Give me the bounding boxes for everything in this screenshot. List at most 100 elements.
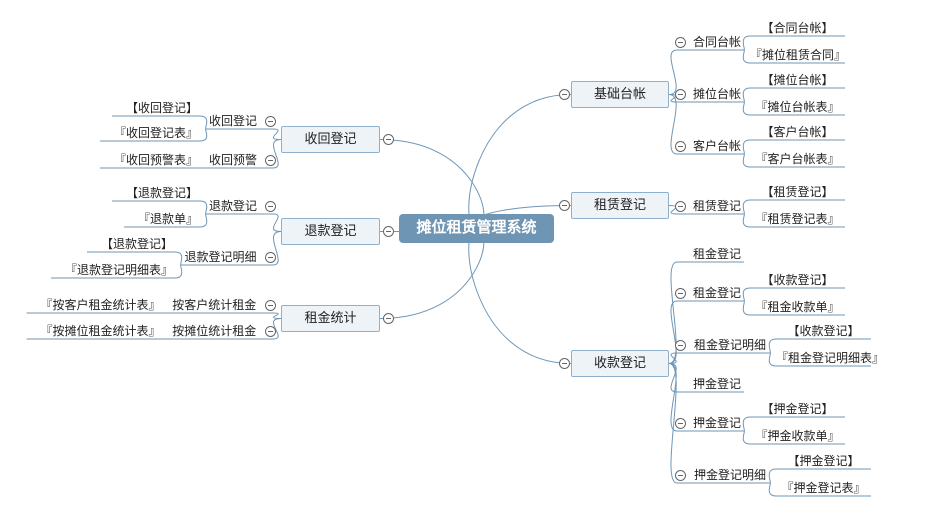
leaf-right-2-1-1[interactable]: 『租金收款单』 xyxy=(755,300,840,314)
leaf-left-0-0-1[interactable]: 『收回登记表』 xyxy=(113,126,198,140)
link-leaf-right-0-0-1 xyxy=(742,49,751,64)
link-right-2-0 xyxy=(668,261,678,364)
central-topic[interactable]: 摊位租赁管理系统 xyxy=(399,214,554,243)
leaf-left-2-0-0[interactable]: 『按客户租金统计表』 xyxy=(40,298,161,312)
leaf-right-0-1-1[interactable]: 『摊位台帐表』 xyxy=(755,100,840,114)
subtopic-left-2-1[interactable]: 按摊位统计租金 xyxy=(172,324,257,338)
subtopic-right-2-0[interactable]: 租金登记 xyxy=(692,247,741,261)
leaf-left-1-0-1[interactable]: 『退款单』 xyxy=(137,212,198,226)
leaf-right-0-0-1[interactable]: 『摊位租赁合同』 xyxy=(750,48,847,62)
link-leaf-right-0-0-0 xyxy=(742,35,751,51)
leaf-right-0-2-1[interactable]: 『客户台帐表』 xyxy=(755,152,840,166)
leaf-left-2-1-0[interactable]: 『按摊位租金统计表』 xyxy=(40,324,161,338)
subtopic-left-0-1[interactable]: 收回预警 xyxy=(208,153,257,167)
link-leaf-right-2-4-0 xyxy=(742,416,751,432)
link-left-1-1 xyxy=(272,231,282,266)
subtopic-right-2-4[interactable]: 押金登记 xyxy=(692,416,741,430)
leaf-left-1-0-0[interactable]: 【退款登记】 xyxy=(125,186,198,200)
collapse-toggle-left-0-0[interactable] xyxy=(264,115,276,127)
link-leaf-left-1-0-1 xyxy=(199,213,208,228)
link-leaf-right-2-2-1 xyxy=(768,352,777,367)
subtopic-left-2-0[interactable]: 按客户统计租金 xyxy=(172,298,257,312)
link-leaf-right-0-2-0 xyxy=(742,139,751,155)
subtopic-left-0-0[interactable]: 收回登记 xyxy=(208,114,257,128)
collapse-toggle-left-1[interactable] xyxy=(382,226,394,237)
topic-right-1[interactable]: 租赁登记 xyxy=(571,192,669,219)
leaf-left-0-0-0[interactable]: 【收回登记】 xyxy=(125,101,198,115)
collapse-toggle-left-2[interactable] xyxy=(382,313,394,324)
leaf-left-0-1-0[interactable]: 『收回预警表』 xyxy=(113,153,198,167)
collapse-toggle-right-2[interactable] xyxy=(558,358,570,369)
subtopic-right-0-1[interactable]: 摊位台帐 xyxy=(692,87,741,101)
link-right-0-0 xyxy=(668,49,678,95)
leaf-right-2-4-1[interactable]: 『押金收款单』 xyxy=(755,429,840,443)
collapse-toggle-right-2-1[interactable] xyxy=(674,287,686,299)
link-leaf-right-0-1-0 xyxy=(742,87,751,103)
collapse-toggle-right-2-4[interactable] xyxy=(674,417,686,429)
collapse-toggle-left-2-0[interactable] xyxy=(264,299,276,311)
leaf-right-0-0-0[interactable]: 【合同台帐】 xyxy=(761,21,834,35)
subtopic-left-1-1[interactable]: 退款登记明细 xyxy=(184,250,257,264)
leaf-right-1-0-0[interactable]: 【租赁登记】 xyxy=(761,185,834,199)
subtopic-right-2-3[interactable]: 押金登记 xyxy=(692,377,741,391)
link-right-2-1 xyxy=(668,300,678,364)
link-leaf-right-2-5-1 xyxy=(768,482,777,497)
collapse-toggle-left-2-1[interactable] xyxy=(264,325,276,337)
leaf-right-2-2-1[interactable]: 『租金登记明细表』 xyxy=(776,351,885,365)
link-leaf-right-2-2-0 xyxy=(768,338,777,354)
topic-right-2[interactable]: 收款登记 xyxy=(571,350,669,377)
collapse-toggle-left-1-1[interactable] xyxy=(264,251,276,263)
collapse-toggle-right-0-0[interactable] xyxy=(674,36,686,48)
link-left-2-1 xyxy=(272,318,282,340)
link-right-2-2 xyxy=(668,352,678,364)
link-root-right-2 xyxy=(468,228,572,364)
link-leaf-right-2-5-0 xyxy=(768,468,777,484)
leaf-right-2-5-0[interactable]: 【押金登记】 xyxy=(787,454,860,468)
subtopic-right-1-0[interactable]: 租赁登记 xyxy=(692,199,741,213)
subtopic-left-1-0[interactable]: 退款登记 xyxy=(208,199,257,213)
subtopic-right-2-2[interactable]: 租金登记明细 xyxy=(693,338,766,352)
leaf-right-2-5-1[interactable]: 『押金登记表』 xyxy=(781,481,866,495)
collapse-toggle-right-1-0[interactable] xyxy=(674,200,686,212)
leaf-right-0-1-0[interactable]: 【摊位台帐】 xyxy=(761,73,834,87)
link-left-0-1 xyxy=(272,139,282,169)
subtopic-right-2-5[interactable]: 押金登记明细 xyxy=(693,468,766,482)
link-leaf-right-1-0-0 xyxy=(742,199,751,215)
topic-left-0[interactable]: 收回登记 xyxy=(281,126,380,153)
link-left-1-0 xyxy=(272,213,282,232)
collapse-toggle-right-2-2[interactable] xyxy=(674,339,686,351)
link-leaf-left-1-1-1 xyxy=(174,264,183,279)
collapse-toggle-right-0-1[interactable] xyxy=(674,88,686,100)
leaf-left-1-1-0[interactable]: 【退款登记】 xyxy=(100,237,173,251)
collapse-toggle-right-0-2[interactable] xyxy=(674,140,686,152)
topic-right-0[interactable]: 基础台帐 xyxy=(571,81,669,108)
collapse-toggle-left-1-0[interactable] xyxy=(264,200,276,212)
leaf-right-0-2-0[interactable]: 【客户台帐】 xyxy=(761,125,834,139)
leaf-left-1-1-1[interactable]: 『退款登记明细表』 xyxy=(64,263,173,277)
collapse-toggle-right-1[interactable] xyxy=(558,200,570,211)
link-right-0-2 xyxy=(668,94,678,155)
link-right-0-1 xyxy=(668,94,678,103)
topic-left-2[interactable]: 租金统计 xyxy=(281,305,380,332)
subtopic-right-0-2[interactable]: 客户台帐 xyxy=(692,139,741,153)
subtopic-right-2-1[interactable]: 租金登记 xyxy=(692,286,741,300)
leaf-right-2-1-0[interactable]: 【收款登记】 xyxy=(761,273,834,287)
link-leaf-right-2-4-1 xyxy=(742,430,751,445)
link-leaf-right-0-2-1 xyxy=(742,153,751,168)
leaf-right-2-4-0[interactable]: 【押金登记】 xyxy=(761,402,834,416)
collapse-toggle-left-0[interactable] xyxy=(382,134,394,145)
subtopic-right-0-0[interactable]: 合同台帐 xyxy=(692,35,741,49)
link-leaf-left-0-0-1 xyxy=(199,128,208,142)
leaf-right-1-0-1[interactable]: 『租赁登记表』 xyxy=(755,212,840,226)
leaf-right-2-2-0[interactable]: 【收款登记】 xyxy=(787,324,860,338)
link-leaf-right-1-0-1 xyxy=(742,213,751,228)
collapse-toggle-right-0[interactable] xyxy=(558,89,570,100)
link-leaf-right-2-1-1 xyxy=(742,300,751,316)
link-leaf-right-0-1-1 xyxy=(742,101,751,116)
topic-left-1[interactable]: 退款登记 xyxy=(281,218,380,245)
collapse-toggle-left-0-1[interactable] xyxy=(264,154,276,166)
link-leaf-right-2-1-0 xyxy=(742,287,751,302)
collapse-toggle-right-2-5[interactable] xyxy=(674,469,686,481)
link-left-2-0 xyxy=(272,312,282,319)
